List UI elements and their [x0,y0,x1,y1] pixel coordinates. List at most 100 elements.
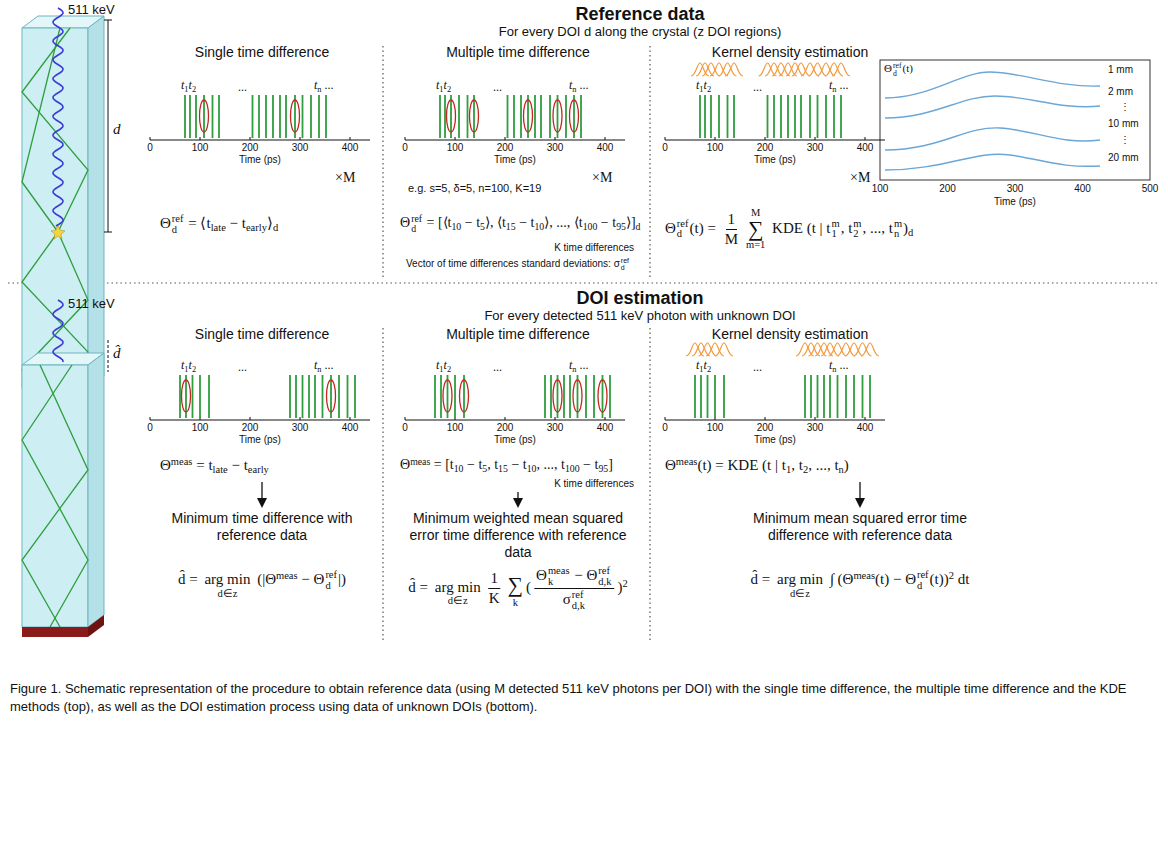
selected-time [598,380,607,412]
operator: arg min [777,571,823,588]
crystal-top [22,16,112,398]
text-label: 5 [480,221,485,232]
text-label: 10 [454,463,464,474]
text-label: 300 [547,142,564,153]
tick-label: 0 [402,142,408,154]
text-label: (t)) [930,571,949,587]
text-label: 400 [857,142,874,153]
text-label: (|Θ [253,571,276,587]
time-axis [150,420,370,421]
axis-tick [605,137,606,140]
selected-time [553,100,562,132]
tick-label: 100 [707,422,724,434]
photon-time [325,95,327,138]
text-label: 0 [147,422,153,433]
text-label: d [325,581,337,592]
text-label: 0 [662,142,668,153]
limit: k [513,597,518,609]
axis-tick [455,137,456,140]
text-label: (t) [903,62,913,74]
tick-label: 200 [497,142,514,154]
text-label: d [908,227,913,238]
text-label: Θ [884,62,892,74]
text-label: Time (ps) [494,154,536,165]
tick-label: 200 [242,422,259,434]
tick-label: 300 [807,422,824,434]
tick-label: 400 [597,142,614,154]
tick-label: 0 [147,422,153,434]
photon-time [520,95,522,138]
text-label: t [181,358,184,372]
text-label: 15 [498,463,508,474]
text-label: 400 [597,422,614,433]
figure-caption: Figure 1. Schematic representation of th… [10,680,1156,715]
photon-time [208,375,210,418]
text-label: 10 [451,221,461,232]
text-label: 100 [192,422,209,433]
text-label: t [704,78,707,92]
axis-tick [815,137,816,140]
tick-label: 0 [662,422,668,434]
text-label: n [317,365,321,374]
text-label: t [314,358,317,372]
text-label: − t [597,215,616,230]
photon-time [322,375,324,418]
selected-time [470,100,479,132]
depth-label: d̂ [113,344,121,362]
tick-label: 0 [662,142,668,154]
tick-label: 400 [342,422,359,434]
energy-label: 511 keV [68,2,115,18]
text-label: Time (ps) [239,154,281,165]
selected-time [570,100,579,132]
text-label: ⋮ [1120,101,1130,112]
kernel-curve [725,63,743,76]
photon-time [609,375,611,418]
photon-time [733,95,735,138]
method-heading: Multiple time difference [446,326,590,343]
photon-time [308,375,310,418]
text-label: = ⟨t [185,215,211,231]
photon-time [869,375,871,418]
text-label: M [751,207,760,218]
text-label: late [211,222,226,233]
text-label: 300 [292,422,309,433]
photon-time [195,95,197,138]
text-label: arg min [204,571,250,587]
text-label: 0 [402,422,408,433]
text-label: ×M [850,170,870,185]
axis-tick [405,417,406,420]
text-label: ref [411,214,422,224]
photon-time [434,375,436,418]
text-label: 95 [598,463,608,474]
text-label: 1 [184,85,188,94]
photon-time [549,95,551,138]
text-label: late [213,464,228,475]
photon-time [279,95,281,138]
method-heading: Single time difference [195,326,329,343]
time-axis [665,140,885,141]
limit: d∈z [790,588,810,600]
text-label: 2 [853,229,861,240]
time-label: tn ... [569,78,589,95]
text-label: (t) − Θ [875,571,916,587]
photon-time [853,375,855,418]
photon-time [252,95,254,138]
text-label: early [246,222,267,233]
text-label: ref [677,219,689,230]
photon-time [829,375,831,418]
text-label: 95 [616,221,626,232]
script-stack: refd,k [572,590,585,611]
photon-time [507,95,509,138]
photon-time [289,375,291,418]
text-label: n [572,365,576,374]
time-label: tn ... [569,358,589,375]
text-label: 100 [583,221,598,232]
ellipsis: ... [493,360,502,374]
text-label: 1 [699,85,703,94]
text-label: Kernel density estimation [712,44,868,60]
tick-label: 100 [447,142,464,154]
text-label: Θ [160,215,171,231]
tick-label: 300 [547,142,564,154]
text-label: (t) = [690,220,720,236]
photon-time [723,375,725,418]
